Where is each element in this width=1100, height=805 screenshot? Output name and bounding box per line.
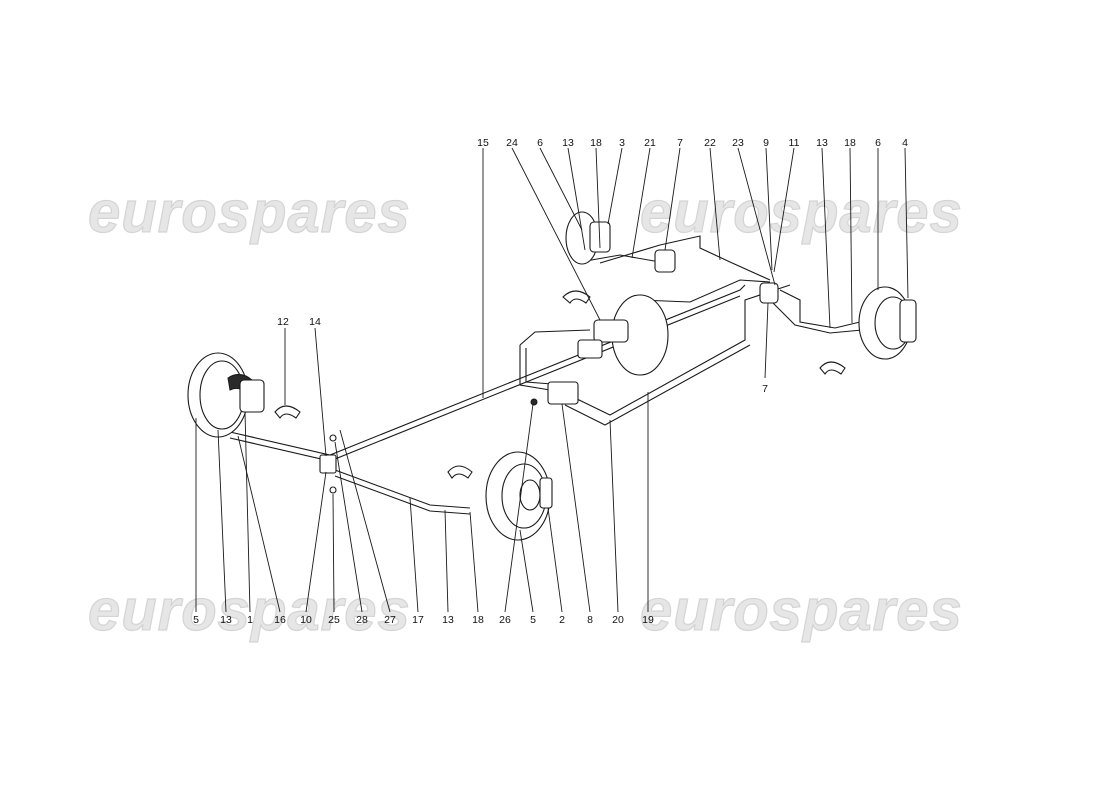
clip-rear-left bbox=[562, 290, 591, 304]
callout-7-lower: 7 bbox=[762, 383, 768, 395]
callout-5-left: 5 bbox=[193, 614, 199, 626]
pipe-front-right-lower bbox=[334, 475, 471, 515]
watermark-bottom-left: eurospares bbox=[88, 578, 411, 643]
watermark-top-left: eurospares bbox=[88, 180, 411, 245]
pipe-clips bbox=[274, 290, 846, 494]
callout-5-bottom: 5 bbox=[530, 614, 536, 626]
callout-4: 4 bbox=[902, 137, 908, 149]
callout-27: 27 bbox=[384, 614, 396, 626]
callout-15: 15 bbox=[477, 137, 489, 149]
callout-28: 28 bbox=[356, 614, 368, 626]
callout-6: 6 bbox=[537, 137, 543, 149]
callout-8: 8 bbox=[587, 614, 593, 626]
callout-16: 16 bbox=[274, 614, 286, 626]
callout-1: 1 bbox=[247, 614, 253, 626]
callout-18: 18 bbox=[590, 137, 602, 149]
callout-18-right: 18 bbox=[844, 137, 856, 149]
clip-12 bbox=[274, 405, 301, 419]
pipe-master-left bbox=[519, 329, 591, 346]
callout-26: 26 bbox=[499, 614, 511, 626]
caliper-body bbox=[899, 299, 917, 343]
callout-6-right: 6 bbox=[875, 137, 881, 149]
callout-10: 10 bbox=[300, 614, 312, 626]
front-junction bbox=[319, 454, 337, 474]
hub bbox=[519, 479, 541, 511]
callout-19: 19 bbox=[642, 614, 654, 626]
callout-7: 7 bbox=[677, 137, 683, 149]
watermark-layer: eurospares eurospares eurospares eurospa… bbox=[87, 179, 963, 643]
callout-11: 11 bbox=[789, 137, 800, 149]
rear-right-disc bbox=[858, 286, 917, 360]
pipe-main-upper bbox=[229, 284, 746, 456]
callout-3: 3 bbox=[619, 137, 625, 149]
callout-13-bottom: 13 bbox=[220, 614, 232, 626]
clip-rear-right bbox=[819, 361, 846, 375]
clip-front-right bbox=[447, 465, 473, 479]
valve-rear-left bbox=[654, 249, 676, 273]
callouts-top: 15 24 6 13 18 3 21 7 22 23 9 11 13 18 6 … bbox=[477, 137, 908, 149]
caliper-body bbox=[539, 477, 553, 509]
pipe-master-down bbox=[519, 345, 551, 391]
callouts-right-mid: 7 bbox=[762, 383, 768, 395]
pipe-master-down-2 bbox=[525, 348, 553, 385]
callout-2: 2 bbox=[559, 614, 565, 626]
pipe-junction-right-2 bbox=[564, 344, 751, 426]
callout-22: 22 bbox=[704, 137, 716, 149]
callout-24: 24 bbox=[506, 137, 518, 149]
pipe-rear-cross-2 bbox=[639, 279, 771, 303]
valve-rear-right bbox=[759, 282, 779, 304]
distribution-block bbox=[547, 381, 579, 405]
watermark-bottom-right: eurospares bbox=[640, 578, 963, 643]
pipe-rear-left-caliper bbox=[579, 254, 661, 263]
callout-18-bottom: 18 bbox=[472, 614, 484, 626]
callout-23: 23 bbox=[732, 137, 744, 149]
front-left-disc bbox=[187, 352, 265, 438]
pipe-front-right-upper bbox=[334, 469, 471, 509]
callout-13: 13 bbox=[562, 137, 574, 149]
callout-14: 14 bbox=[309, 316, 321, 328]
callout-20: 20 bbox=[612, 614, 624, 626]
pipe-rear-right-lower bbox=[769, 299, 863, 334]
washer-lower bbox=[329, 486, 337, 494]
rear-left-disc bbox=[565, 211, 611, 265]
disc-inner bbox=[199, 360, 245, 430]
pressure-valves bbox=[319, 249, 779, 474]
callout-12: 12 bbox=[277, 316, 289, 328]
pipe-rear-cross-1 bbox=[599, 235, 771, 281]
callout-13-bottom-2: 13 bbox=[442, 614, 454, 626]
bolt-26 bbox=[530, 398, 538, 406]
washer-upper bbox=[329, 434, 337, 442]
callout-17: 17 bbox=[412, 614, 424, 626]
callouts-left-upper: 12 14 bbox=[277, 316, 321, 328]
leader-lines bbox=[195, 147, 909, 613]
reservoir bbox=[577, 339, 603, 359]
callouts-bottom: 5 13 1 16 10 25 28 27 17 13 18 26 5 2 8 … bbox=[193, 614, 654, 626]
callout-9: 9 bbox=[763, 137, 769, 149]
callout-13-right: 13 bbox=[816, 137, 828, 149]
pipe-rear-right-upper bbox=[779, 289, 861, 329]
callout-21: 21 bbox=[644, 137, 656, 149]
callout-25: 25 bbox=[328, 614, 340, 626]
brake-servo bbox=[577, 294, 669, 376]
master-cylinder bbox=[593, 319, 629, 343]
watermark-top-right: eurospares bbox=[640, 180, 963, 245]
front-right-disc bbox=[485, 451, 553, 541]
caliper-body bbox=[239, 379, 265, 413]
